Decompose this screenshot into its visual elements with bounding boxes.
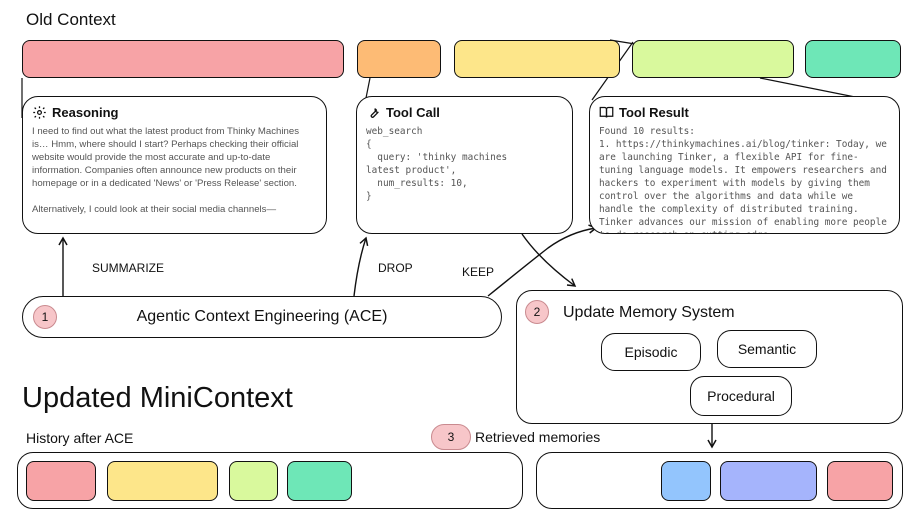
tool-result-panel: Tool Result Found 10 results: 1. https:/… bbox=[589, 96, 900, 234]
retrieved-segment-indigo bbox=[720, 461, 817, 501]
history-segment-red bbox=[26, 461, 96, 501]
tool-result-text: Found 10 results: 1. https://thinkymachi… bbox=[599, 126, 887, 233]
reasoning-title: Reasoning bbox=[52, 105, 119, 120]
history-container bbox=[17, 452, 523, 509]
arrow-drop bbox=[353, 236, 369, 297]
connector-lime-toolresult-right bbox=[759, 77, 861, 99]
arrow-toolcall-memory bbox=[521, 233, 577, 287]
history-after-ace-label: History after ACE bbox=[26, 430, 134, 446]
old-context-segment-yellow bbox=[454, 40, 620, 78]
memory-system-title: Update Memory System bbox=[563, 304, 735, 321]
reasoning-panel: Reasoning I need to find out what the la… bbox=[22, 96, 327, 234]
ace-box: 1 Agentic Context Engineering (ACE) bbox=[22, 296, 502, 338]
old-context-segment-toolcall bbox=[357, 40, 441, 78]
retrieved-segment-blue bbox=[661, 461, 711, 501]
drop-label: DROP bbox=[378, 261, 413, 275]
retrieved-memories-label: Retrieved memories bbox=[475, 429, 601, 445]
history-segment-green bbox=[287, 461, 352, 501]
semantic-memory: Semantic bbox=[717, 330, 817, 368]
tool-call-code: web_search { query: 'thinky machines lat… bbox=[366, 126, 508, 202]
history-segment-lime bbox=[229, 461, 278, 501]
step-3-badge: 3 bbox=[431, 424, 471, 450]
gear-icon bbox=[33, 106, 46, 119]
retrieved-memories-container bbox=[536, 452, 903, 509]
history-segment-yellow bbox=[107, 461, 218, 501]
old-context-segment-toolresult bbox=[632, 40, 794, 78]
step-1-badge: 1 bbox=[33, 305, 57, 329]
summarize-label: SUMMARIZE bbox=[92, 261, 164, 275]
old-context-title: Old Context bbox=[26, 10, 116, 29]
tool-call-panel: Tool Call web_search { query: 'thinky ma… bbox=[356, 96, 573, 234]
memory-system-box: 2 Update Memory System Episodic Semantic… bbox=[516, 290, 903, 424]
tool-result-title: Tool Result bbox=[619, 105, 689, 120]
arrow-keep bbox=[487, 224, 598, 297]
connector-orange-toolcall bbox=[365, 77, 371, 99]
keep-label: KEEP bbox=[462, 265, 495, 279]
reasoning-text: I need to find out what the latest produ… bbox=[32, 126, 299, 215]
ace-label: Agentic Context Engineering (ACE) bbox=[136, 308, 388, 325]
updated-minicontext-title: Updated MiniContext bbox=[22, 382, 293, 414]
step-2-badge: 2 bbox=[525, 300, 549, 324]
old-context-segment-reasoning bbox=[22, 40, 344, 78]
tool-call-title: Tool Call bbox=[386, 105, 440, 120]
wrench-icon bbox=[370, 108, 379, 118]
retrieved-segment-red bbox=[827, 461, 893, 501]
old-context-segment-green bbox=[805, 40, 901, 78]
procedural-memory: Procedural bbox=[690, 376, 792, 416]
book-icon bbox=[599, 106, 614, 118]
episodic-memory: Episodic bbox=[601, 333, 701, 371]
